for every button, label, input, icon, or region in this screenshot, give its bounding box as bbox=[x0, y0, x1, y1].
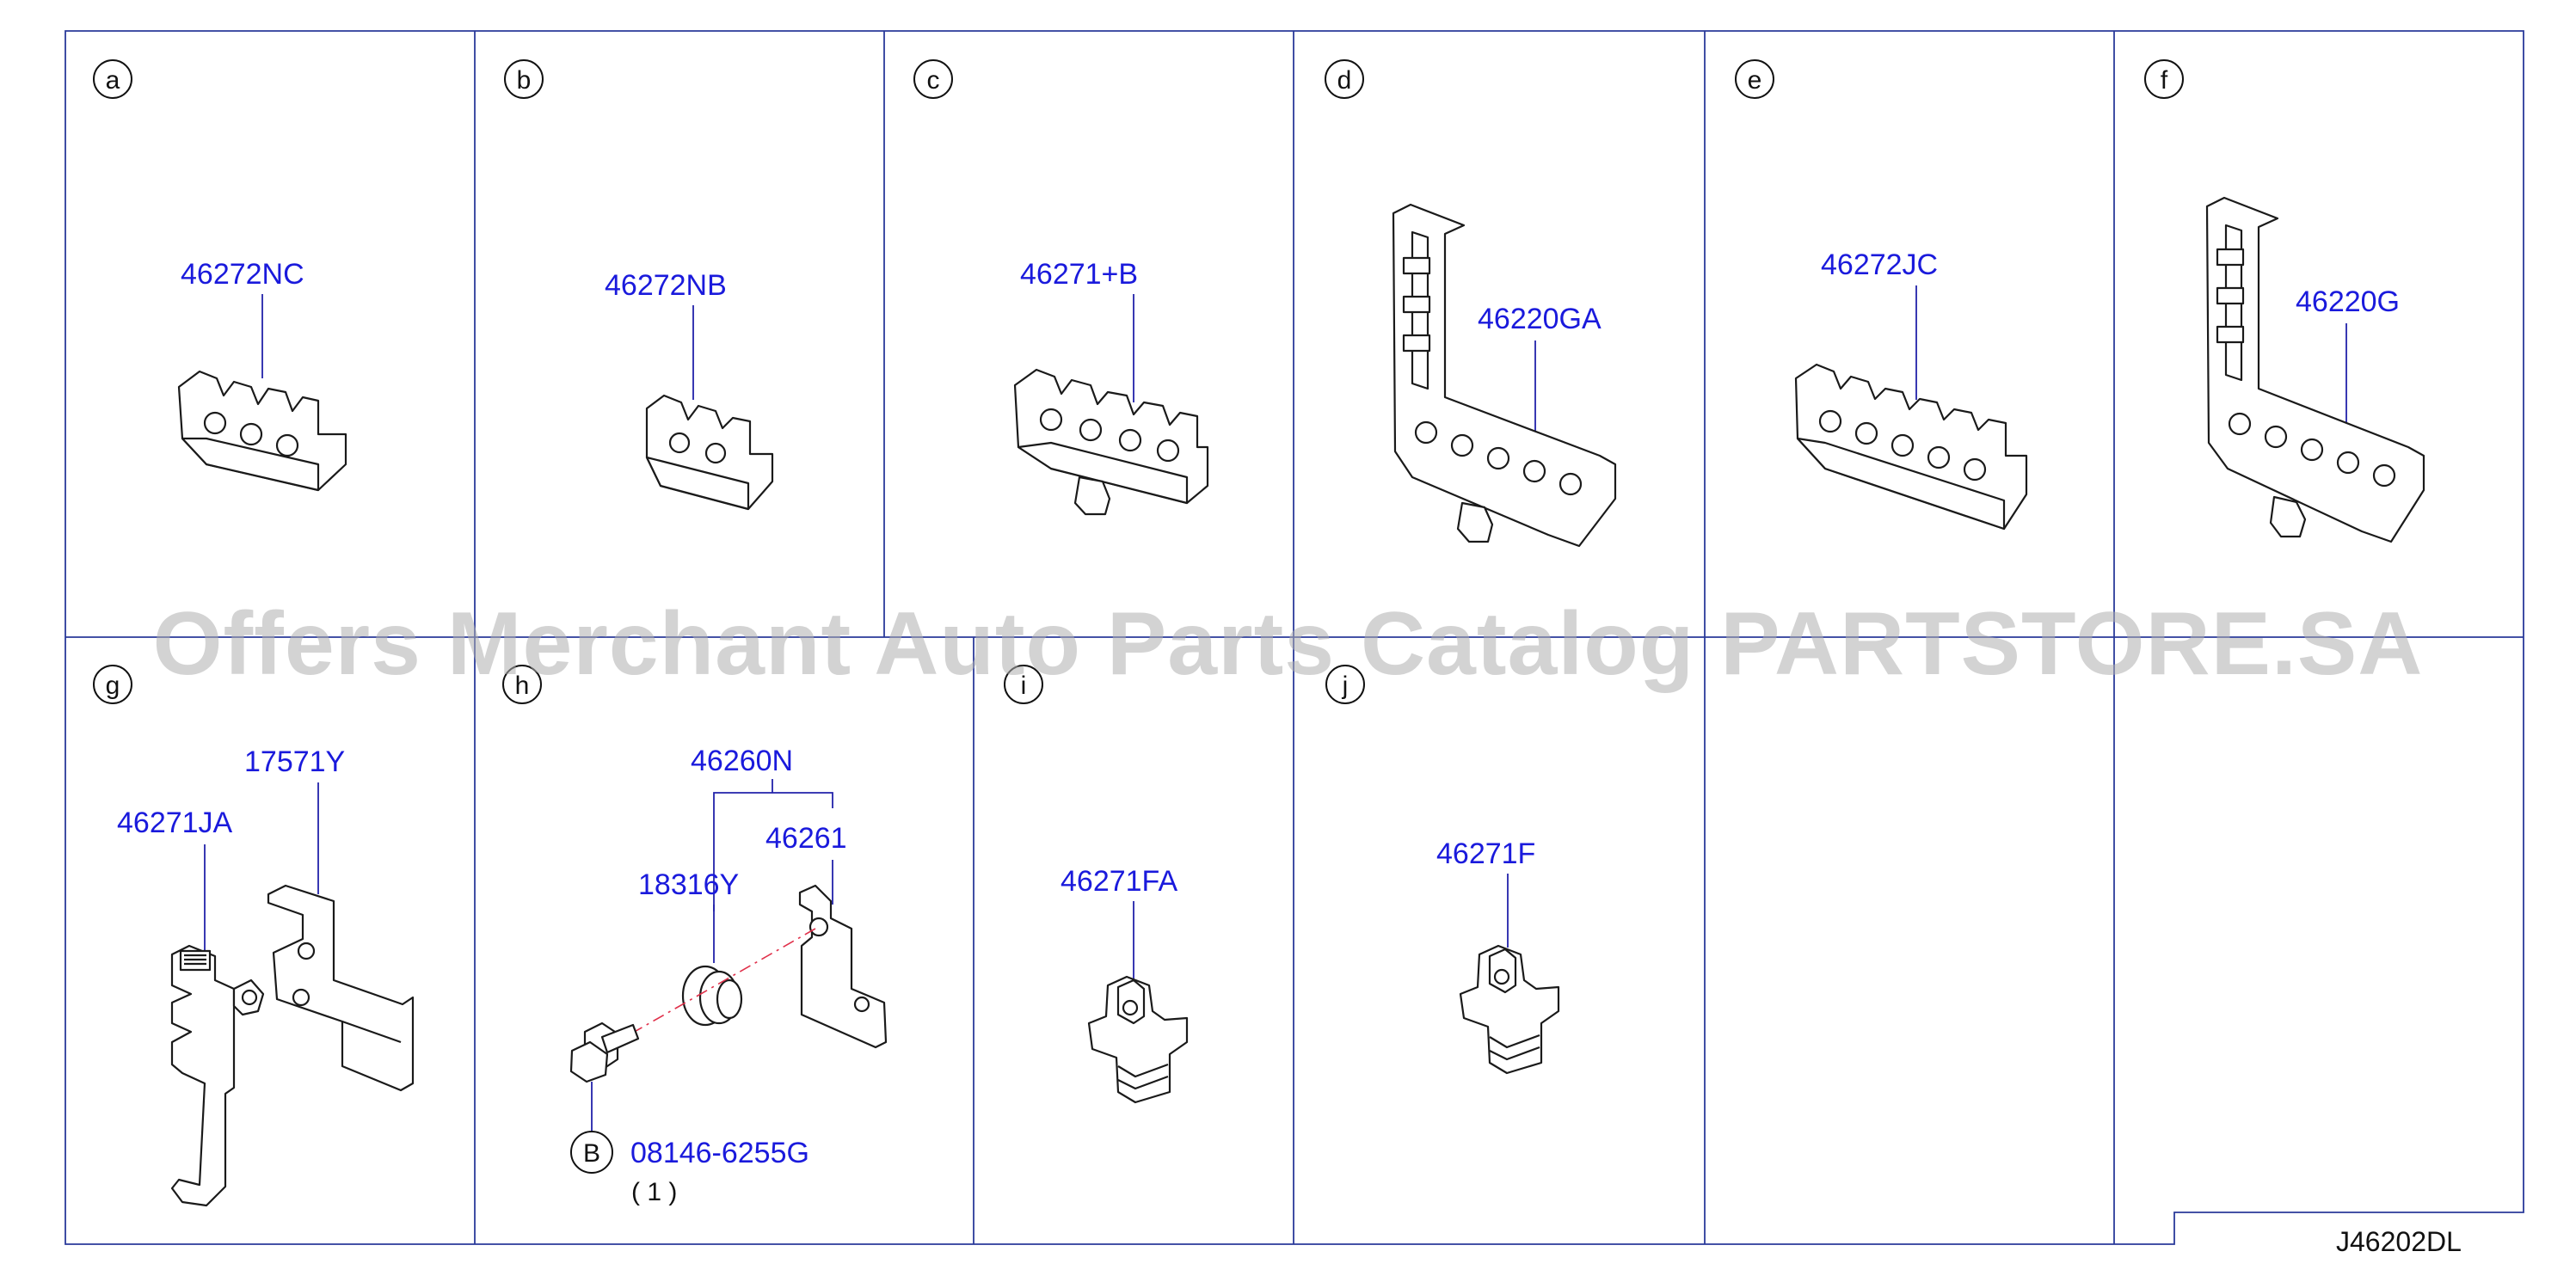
part-label[interactable]: 17571Y bbox=[244, 745, 345, 778]
clip-with-stud-part bbox=[1013, 368, 1209, 516]
l-bracket-clip-part bbox=[2205, 196, 2425, 543]
bolt-marker: B bbox=[583, 1139, 600, 1168]
cell-letter-d: d bbox=[1337, 66, 1352, 95]
vertical-clip-part bbox=[170, 944, 265, 1207]
grid-frame bbox=[65, 30, 2524, 1245]
cell-a: a 46272NC bbox=[93, 59, 347, 492]
cell-c: c 46271+B bbox=[913, 59, 1209, 516]
cell-f: f 46220G bbox=[2144, 59, 2425, 543]
cell-letter-f: f bbox=[2161, 66, 2168, 95]
bracket-plate-part bbox=[267, 884, 415, 1092]
part-label[interactable]: 46271+B bbox=[1020, 258, 1138, 291]
part-label[interactable]: 46272NC bbox=[181, 258, 304, 291]
part-label[interactable]: 08146-6255G bbox=[630, 1137, 809, 1169]
cell-e: e 46272JC bbox=[1735, 59, 2028, 531]
clip-3-way-part bbox=[177, 370, 347, 492]
cell-d: d 46220GA bbox=[1325, 59, 1617, 548]
cell-letter-h: h bbox=[515, 672, 530, 700]
cell-letter-i: i bbox=[1021, 672, 1027, 700]
diagram-code: J46202DL bbox=[2336, 1226, 2462, 1257]
part-label[interactable]: 46220G bbox=[2296, 285, 2400, 318]
cell-i: i 46271FA bbox=[1004, 665, 1189, 1104]
grommet-part bbox=[681, 965, 743, 1027]
mounting-bracket-part bbox=[798, 884, 888, 1049]
part-label[interactable]: 46271FA bbox=[1061, 865, 1177, 898]
cell-letter-c: c bbox=[927, 66, 940, 95]
part-label[interactable]: 46271F bbox=[1436, 837, 1535, 870]
push-clip-part bbox=[1459, 944, 1560, 1075]
cell-letter-b: b bbox=[517, 66, 532, 95]
cell-letter-e: e bbox=[1748, 66, 1762, 95]
cell-h: h 46260N 46261 18316Y B 08146-6255G ( 1 … bbox=[502, 665, 888, 1206]
push-clip-part bbox=[1087, 975, 1189, 1104]
cell-b: b 46272NB bbox=[504, 59, 774, 511]
part-label[interactable]: 46261 bbox=[765, 822, 847, 855]
part-label[interactable]: 46260N bbox=[691, 745, 793, 777]
cell-j: j 46271F bbox=[1325, 665, 1560, 1075]
clip-5-way-part bbox=[1794, 363, 2028, 531]
cell-g: g 17571Y 46271JA bbox=[93, 665, 415, 1207]
cell-letter-a: a bbox=[106, 66, 120, 95]
part-label[interactable]: 46220GA bbox=[1478, 303, 1602, 335]
cell-letter-g: g bbox=[106, 672, 120, 700]
quantity-label: ( 1 ) bbox=[631, 1178, 677, 1206]
clip-2-way-part bbox=[645, 394, 774, 511]
cell-letter-j: j bbox=[1342, 672, 1349, 700]
part-label[interactable]: 46271JA bbox=[117, 807, 233, 839]
bolt-part bbox=[569, 1021, 640, 1083]
part-label[interactable]: 46272JC bbox=[1821, 248, 1938, 281]
part-label[interactable]: 18316Y bbox=[638, 868, 739, 901]
part-label[interactable]: 46272NB bbox=[605, 269, 727, 302]
l-bracket-clip-part bbox=[1392, 203, 1617, 548]
